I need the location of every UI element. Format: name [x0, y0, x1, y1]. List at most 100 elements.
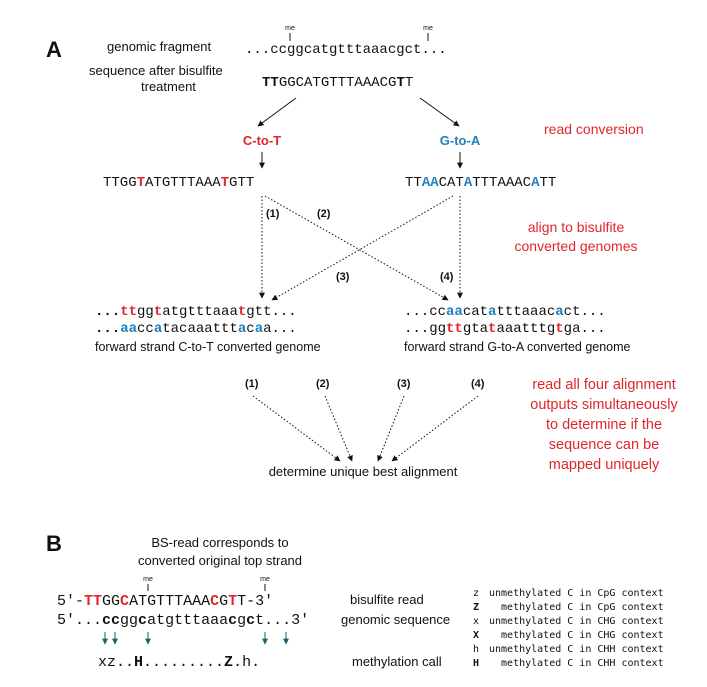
ga-genome-line-2-segment: ...gg: [404, 321, 446, 337]
bisulfite-read-seq-segment: C: [210, 593, 219, 610]
bisulfite-seq-segment: T: [405, 75, 413, 91]
ct-genome-line-2-segment: aa: [120, 321, 137, 337]
read-all-line-2: outputs simultaneously: [530, 397, 678, 413]
read-all-line-5: mapped uniquely: [549, 457, 660, 473]
methylation-call-seq-segment: H: [134, 654, 143, 671]
genomic-sequence-seq-segment: cc: [102, 612, 120, 629]
ct-genome-line-2-segment: tacaaattt: [162, 321, 238, 337]
genomic-sequence-seq-segment: c: [228, 612, 237, 629]
ct-genome-line-1-segment: gtt...: [246, 304, 296, 320]
panel-b-label: B: [46, 531, 62, 556]
ct-genome-line-1-segment: atgtttaaa: [162, 304, 238, 320]
output-label-3: (3): [397, 378, 411, 390]
ct-genome-line-2-segment: a: [255, 321, 264, 337]
output-arrow-4: [391, 395, 479, 462]
legend-code-H: H: [473, 658, 479, 669]
legend-desc-x: unmethylated C in CHG context: [489, 616, 664, 627]
ga-genome-line-2-segment: aaatttg: [496, 321, 555, 337]
genomic-fragment-seq-segment: c: [304, 42, 312, 58]
ct-read-segment: TTGG: [103, 175, 137, 191]
bisulfite-label-line-2: treatment: [141, 79, 196, 94]
ct-genome-caption: forward strand C-to-T converted genome: [95, 340, 321, 354]
path-2-line: [264, 195, 449, 301]
ct-genome-line-1-segment: t: [238, 304, 246, 320]
bisulfite-label-line-1: sequence after bisulfite: [89, 63, 223, 78]
legend-desc-H: methylated C in CHH context: [489, 658, 664, 669]
ct-genome-line-2-segment: cc: [137, 321, 154, 337]
ct-label: C-to-T: [243, 133, 281, 148]
ct-genome-line-1-segment: ...: [95, 304, 120, 320]
legend-code-x: x: [473, 616, 479, 627]
genomic-sequence-seq-segment: c: [246, 612, 255, 629]
ga-genome-line-1-segment: ct...: [564, 304, 606, 320]
ct-read-segment: GTT: [229, 175, 254, 191]
ct-read-segment: T: [137, 175, 145, 191]
ct-genome-line-1-segment: t: [154, 304, 162, 320]
output-arrow-3: [377, 395, 405, 462]
methylation-call-seq-segment: .h.: [233, 654, 260, 671]
legend-code-X: X: [473, 630, 479, 641]
bisulfite-read-seq: 5'-TTGGCATGTTTAAACGTT-3': [57, 593, 273, 610]
ga-genome-line-1-segment: a: [555, 304, 564, 320]
bisulfite-read-seq-segment: C: [120, 593, 129, 610]
methylation-legend: z unmethylated C in CpG context Z methyl…: [473, 588, 664, 669]
legend-desc-z: unmethylated C in CpG context: [489, 588, 664, 599]
path-label-2: (2): [317, 208, 331, 220]
ga-genome-line-1-segment: aa: [446, 304, 463, 320]
methylation-call-seq-segment: Z: [224, 654, 233, 671]
ga-read-segment: TT: [405, 175, 422, 191]
ct-genome-line-2: ...aaccatacaaatttacaa...: [95, 321, 297, 337]
ga-genome-line-1-segment: ...cc: [404, 304, 446, 320]
ga-genome-line-2: ...ggttgtataaatttgtga...: [404, 321, 606, 337]
me-mark-b1: me: [143, 576, 153, 583]
ct-read-segment: T: [221, 175, 229, 191]
path-3-line: [271, 195, 454, 301]
bisulfite-read-seq-segment: T: [228, 593, 237, 610]
path-label-1: (1): [266, 208, 280, 220]
bisulfite-read-seq-segment: T-3': [237, 593, 273, 610]
bisulfite-read-seq-segment: TT: [84, 593, 102, 610]
panel-b-title-line-2: converted original top strand: [138, 553, 302, 568]
genomic-sequence-seq-segment: t...3': [255, 612, 309, 629]
bisulfite-seq: TTGGCATGTTTAAACGTT: [262, 75, 413, 91]
ct-genome-line-1-segment: tt: [120, 304, 137, 320]
bisulfite-read-seq-segment: ATGTTTAAA: [129, 593, 210, 610]
methylation-call-label: methylation call: [352, 654, 442, 669]
read-all-line-3: to determine if the: [546, 417, 662, 433]
legend-desc-Z: methylated C in CpG context: [489, 602, 664, 613]
ga-genome-line-1-segment: tttaaac: [496, 304, 555, 320]
genomic-sequence-seq-segment: g: [237, 612, 246, 629]
bisulfite-read-seq-segment: G: [219, 593, 228, 610]
ga-read-segment: A: [464, 175, 473, 191]
output-label-4: (4): [471, 378, 485, 390]
bisulfite-seq-segment: T: [396, 75, 404, 91]
ga-read-segment: TTTAAAC: [472, 175, 531, 191]
ga-label: G-to-A: [440, 133, 481, 148]
ga-genome-line-1: ...ccaacatatttaaacact...: [404, 304, 606, 320]
ct-read: TTGGTATGTTTAAATGTT: [103, 175, 254, 191]
ga-genome-line-2-segment: ga...: [564, 321, 606, 337]
output-label-1: (1): [245, 378, 259, 390]
ga-read: TTAACATATTTAAACATT: [405, 175, 556, 191]
me-mark-b2: me: [260, 576, 270, 583]
ct-genome-line-2-segment: a...: [263, 321, 297, 337]
output-arrow-1: [252, 395, 341, 462]
genomic-fragment-seq-segment: g: [396, 42, 404, 58]
ga-read-segment: CAT: [439, 175, 464, 191]
best-alignment-label: determine unique best alignment: [269, 464, 458, 479]
genomic-fragment-label: genomic fragment: [107, 39, 211, 54]
genomic-sequence-seq-segment: c: [138, 612, 147, 629]
ga-genome-line-2-segment: t: [488, 321, 496, 337]
genomic-sequence-seq: 5'...ccggcatgtttaaacgct...3': [57, 612, 309, 629]
read-conversion-label: read conversion: [544, 121, 644, 137]
genomic-sequence-seq-segment: atgtttaaa: [147, 612, 228, 629]
me-mark-2: me: [423, 25, 433, 32]
read-all-label: read all four alignment outputs simultan…: [530, 377, 678, 473]
genomic-sequence-label: genomic sequence: [341, 612, 450, 627]
legend-desc-h: unmethylated C in CHH context: [489, 644, 664, 655]
arrow-to-ga: [419, 97, 460, 127]
align-label-line-2: converted genomes: [515, 238, 638, 254]
output-arrow-2: [324, 395, 353, 462]
output-label-2: (2): [316, 378, 330, 390]
